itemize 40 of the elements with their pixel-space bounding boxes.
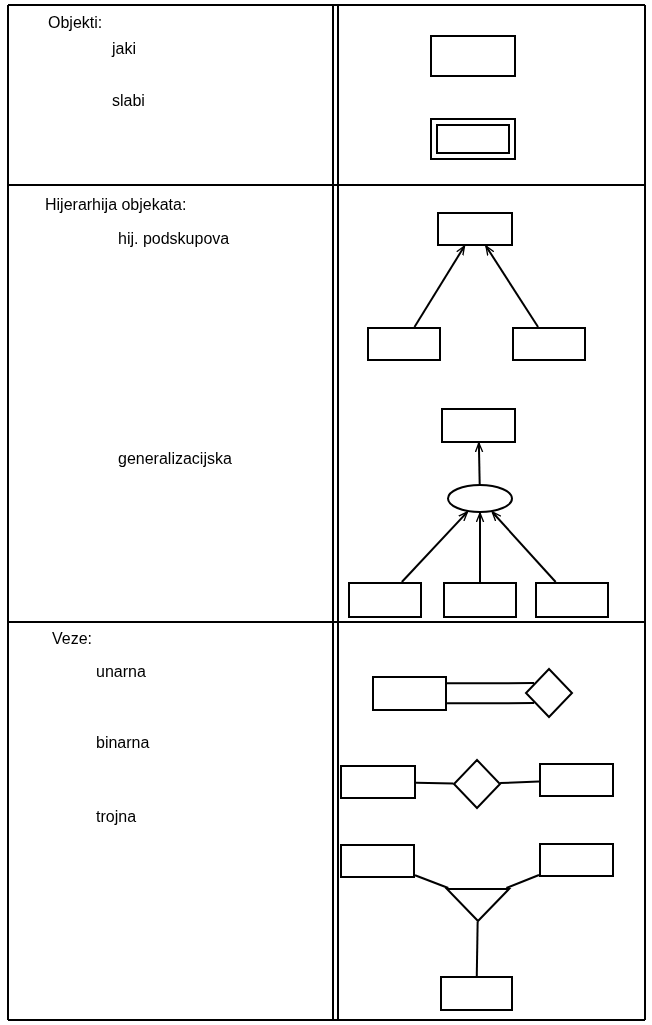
entity-box: [340, 844, 415, 878]
entity-box: [430, 35, 516, 77]
entity-box: [539, 763, 614, 797]
entity-box: [441, 408, 516, 443]
arrow: [475, 512, 485, 583]
entity-box: [372, 676, 447, 711]
entity-box: [367, 327, 441, 361]
arrow: [491, 510, 557, 583]
arrow: [400, 510, 469, 583]
connector-line: [475, 920, 479, 977]
entity-box: [348, 582, 422, 618]
notation-label: jaki: [112, 40, 136, 58]
relationship-diamond: [525, 668, 573, 718]
notation-label: generalizacijska: [118, 450, 232, 468]
connector-line: [415, 781, 455, 785]
entity-box: [512, 327, 586, 361]
entity-box: [535, 582, 609, 618]
connector-line: [505, 873, 540, 889]
arrow: [413, 245, 466, 328]
connector-line: [414, 874, 450, 889]
arrow: [474, 442, 484, 485]
notation-label: hij. podskupova: [118, 230, 230, 248]
arrow: [484, 245, 540, 328]
notation-label: trojna: [96, 808, 137, 826]
entity-box: [443, 582, 517, 618]
connector-line: [499, 780, 540, 785]
relationship-triangle: [446, 888, 510, 922]
notation-label: binarna: [96, 734, 150, 752]
weak-entity-box: [430, 118, 516, 160]
notation-label: slabi: [112, 92, 145, 110]
row-heading: Objekti:: [48, 14, 103, 32]
entity-box: [340, 765, 416, 799]
generalization-ellipse: [447, 484, 513, 513]
relationship-diamond: [453, 759, 501, 809]
row-heading: Hijerarhija objekata:: [45, 196, 187, 214]
entity-box: [440, 976, 513, 1011]
notation-label: unarna: [96, 663, 146, 681]
row-heading: Veze:: [52, 630, 93, 648]
entity-box: [539, 843, 614, 877]
entity-box: [437, 212, 513, 246]
